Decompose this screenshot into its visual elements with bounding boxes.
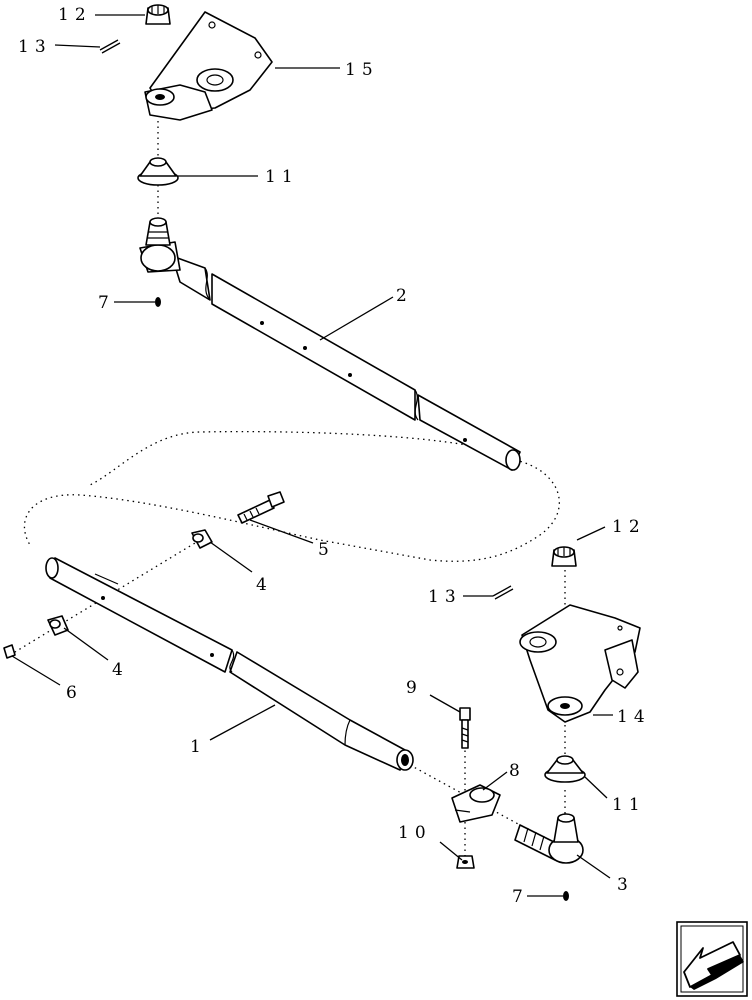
callout-7-lower: 7 bbox=[512, 887, 529, 907]
callout-4-upper: 4 bbox=[256, 575, 273, 595]
nut-6[interactable] bbox=[3, 644, 16, 659]
callout-2: 2 bbox=[396, 286, 413, 306]
castle-nut-12-upper[interactable] bbox=[145, 4, 171, 25]
grease-fitting-7-upper[interactable] bbox=[114, 297, 161, 307]
bolt-5[interactable] bbox=[237, 491, 285, 524]
tie-rod-2[interactable] bbox=[139, 217, 521, 471]
callout-13-upper: 13 bbox=[18, 37, 52, 57]
clamp-block-4-lower[interactable] bbox=[47, 615, 69, 636]
callout-10: 10 bbox=[398, 823, 432, 843]
callout-12-upper: 12 bbox=[58, 5, 92, 25]
steering-arm-15[interactable] bbox=[144, 11, 273, 121]
callout-9: 9 bbox=[406, 678, 423, 698]
dust-boot-11-upper[interactable] bbox=[137, 157, 179, 186]
cotter-pin-13-upper[interactable] bbox=[99, 39, 121, 54]
tie-rod-1[interactable] bbox=[45, 557, 414, 771]
callout-12-lower: 12 bbox=[612, 517, 646, 537]
callout-labels: 12 13 15 11 2 7 5 4 4 6 1 9 8 10 3 7 12 … bbox=[18, 5, 651, 907]
cotter-pin-13-lower[interactable] bbox=[492, 585, 514, 600]
callout-5: 5 bbox=[318, 540, 335, 560]
steering-arm-14[interactable] bbox=[519, 604, 641, 723]
bolt-9[interactable] bbox=[459, 707, 471, 749]
callout-11-upper: 11 bbox=[265, 167, 299, 187]
callout-3: 3 bbox=[617, 875, 634, 895]
assembly-guide-lines bbox=[9, 110, 566, 860]
clamp-8[interactable] bbox=[451, 784, 501, 823]
arrow-left-down-icon[interactable] bbox=[676, 921, 748, 997]
callout-4-lower: 4 bbox=[112, 660, 129, 680]
ball-joint-3[interactable] bbox=[514, 813, 584, 864]
dust-boot-11-lower[interactable] bbox=[544, 755, 586, 783]
callout-7-upper: 7 bbox=[98, 293, 115, 313]
callout-8: 8 bbox=[509, 761, 526, 781]
callout-15: 15 bbox=[345, 60, 379, 80]
clamp-block-4-upper[interactable] bbox=[191, 529, 213, 549]
callout-6: 6 bbox=[66, 683, 83, 703]
callout-11-lower: 11 bbox=[612, 795, 646, 815]
callout-1: 1 bbox=[190, 737, 207, 757]
castle-nut-12-lower[interactable] bbox=[551, 546, 577, 567]
callout-13-lower: 13 bbox=[428, 587, 462, 607]
grease-fitting-7-lower[interactable] bbox=[527, 891, 569, 901]
leader-lines bbox=[11, 14, 613, 879]
callout-14: 14 bbox=[617, 707, 651, 727]
